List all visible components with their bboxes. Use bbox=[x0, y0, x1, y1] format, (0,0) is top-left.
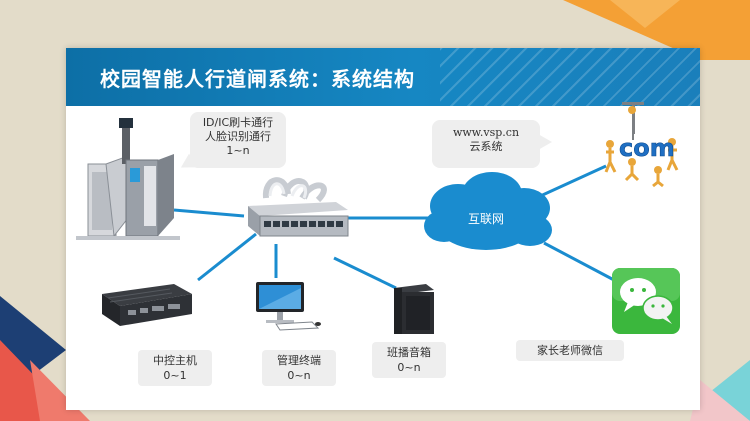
controller-count: 0~1 bbox=[163, 369, 187, 382]
management-terminal-image bbox=[256, 282, 321, 331]
cloud-service-callout-tail bbox=[538, 134, 552, 150]
turnstile-gate-image bbox=[76, 118, 180, 240]
internet-cloud-icon bbox=[424, 172, 552, 250]
gate-count: 1~n bbox=[226, 144, 250, 157]
terminal-count: 0~n bbox=[287, 369, 311, 382]
cloud-service-name: 云系统 bbox=[469, 140, 503, 153]
terminal-caption: 管理终端 0~n bbox=[262, 350, 336, 386]
deco-pink-bottom-right bbox=[690, 380, 750, 421]
network-switch-image bbox=[248, 177, 349, 237]
link-cloud-comlogo bbox=[535, 164, 607, 200]
deco-orange-top-right bbox=[563, 0, 750, 60]
gate-callout: ID/IC刷卡通行 人脸识别通行 1~n bbox=[176, 112, 286, 175]
link-gate-switch bbox=[173, 208, 245, 218]
wechat-icon bbox=[612, 268, 680, 334]
speaker-caption: 班播音箱 0~n bbox=[372, 342, 446, 378]
internet-label: 互联网 bbox=[467, 212, 504, 226]
com-cloud-logo-image: com bbox=[604, 102, 679, 188]
speaker-count: 0~n bbox=[397, 361, 421, 374]
title-bar: 校园智能人行道闸系统：系统结构 bbox=[66, 48, 700, 106]
slide-panel: 校园智能人行道闸系统：系统结构 bbox=[66, 48, 700, 410]
cloud-service-url: www.vsp.cn bbox=[452, 126, 520, 139]
title-bar-pattern bbox=[440, 48, 700, 106]
gate-method-card: ID/IC刷卡通行 bbox=[202, 116, 274, 129]
wechat-label: 家长老师微信 bbox=[537, 344, 603, 357]
controller-image bbox=[102, 284, 192, 326]
com-logo-text: com bbox=[619, 134, 675, 162]
controller-caption: 中控主机 0~1 bbox=[138, 350, 212, 386]
link-switch-controller bbox=[197, 232, 257, 282]
link-switch-speaker bbox=[333, 256, 397, 290]
link-cloud-wechat bbox=[543, 241, 615, 282]
terminal-name: 管理终端 bbox=[277, 354, 321, 367]
gate-method-face: 人脸识别通行 bbox=[205, 130, 271, 143]
cloud-service-callout: www.vsp.cn 云系统 bbox=[432, 120, 552, 168]
network-diagram: com bbox=[76, 102, 680, 334]
wechat-caption: 家长老师微信 bbox=[516, 340, 624, 361]
deco-teal-bottom-right bbox=[700, 360, 750, 421]
controller-name: 中控主机 bbox=[153, 354, 197, 367]
deco-orange-small bbox=[610, 0, 680, 28]
speaker-image bbox=[394, 284, 434, 334]
slide-title: 校园智能人行道闸系统：系统结构 bbox=[100, 67, 415, 91]
speaker-name: 班播音箱 bbox=[387, 346, 431, 359]
